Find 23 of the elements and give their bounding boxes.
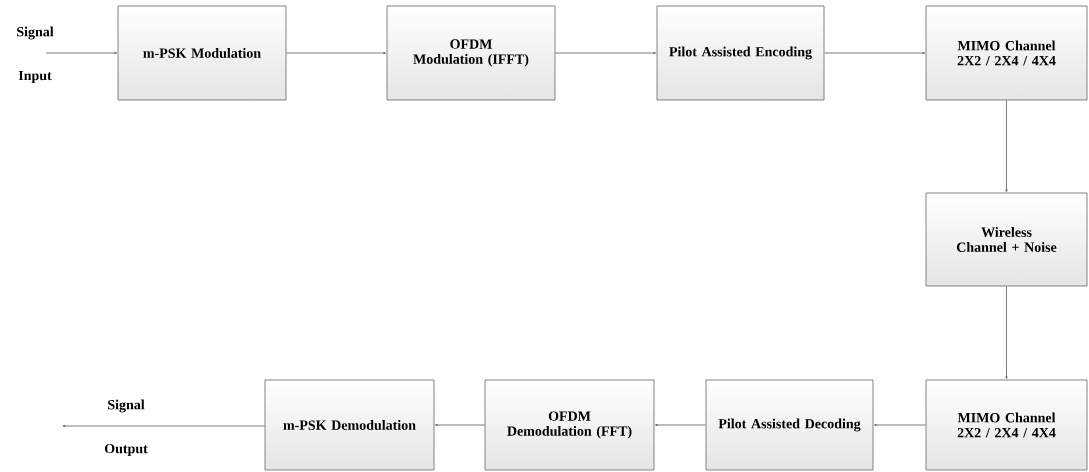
arrow: [1005, 100, 1008, 192]
arrow: [435, 423, 485, 427]
process-box: Wireless Channel + Noise: [925, 192, 1088, 287]
arrow: [824, 51, 925, 55]
arrow: [655, 423, 706, 427]
process-box: Pilot Assisted Decoding: [705, 379, 874, 471]
process-box: MIMO Channel 2X2 / 2X4 / 4X4: [925, 5, 1088, 101]
process-box: m-PSK Modulation: [117, 5, 287, 101]
signal-label: Signal: [108, 399, 145, 413]
arrow: [555, 51, 656, 55]
signal-label: Signal: [17, 26, 54, 40]
process-box: OFDM Demodulation (FFT): [484, 379, 655, 471]
arrow: [62, 424, 265, 428]
process-box: m-PSK Demodulation: [264, 379, 435, 471]
arrow: [45, 51, 117, 55]
process-box: MIMO Channel 2X2 / 2X4 / 4X4: [925, 379, 1088, 471]
process-box: OFDM Modulation (IFFT): [386, 5, 556, 101]
signal-label: Output: [104, 443, 148, 457]
arrow: [286, 51, 386, 55]
arrow: [1005, 286, 1008, 379]
arrow: [874, 423, 926, 427]
signal-label: Input: [18, 70, 52, 84]
process-box: Pilot Assisted Encoding: [656, 5, 825, 101]
